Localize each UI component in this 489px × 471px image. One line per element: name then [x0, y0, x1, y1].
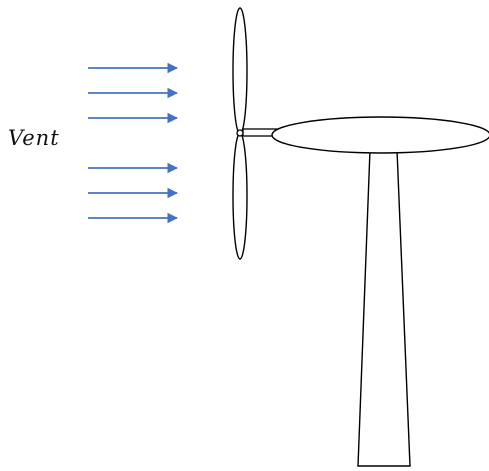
turbine-blade-upper — [232, 7, 248, 135]
turbine-nacelle — [271, 116, 489, 154]
wind-arrows — [88, 62, 179, 224]
turbine-blade-lower — [232, 132, 248, 260]
wind-label: Vent — [8, 126, 60, 150]
rotor-hub — [236, 129, 244, 137]
turbine-tower — [357, 149, 411, 467]
